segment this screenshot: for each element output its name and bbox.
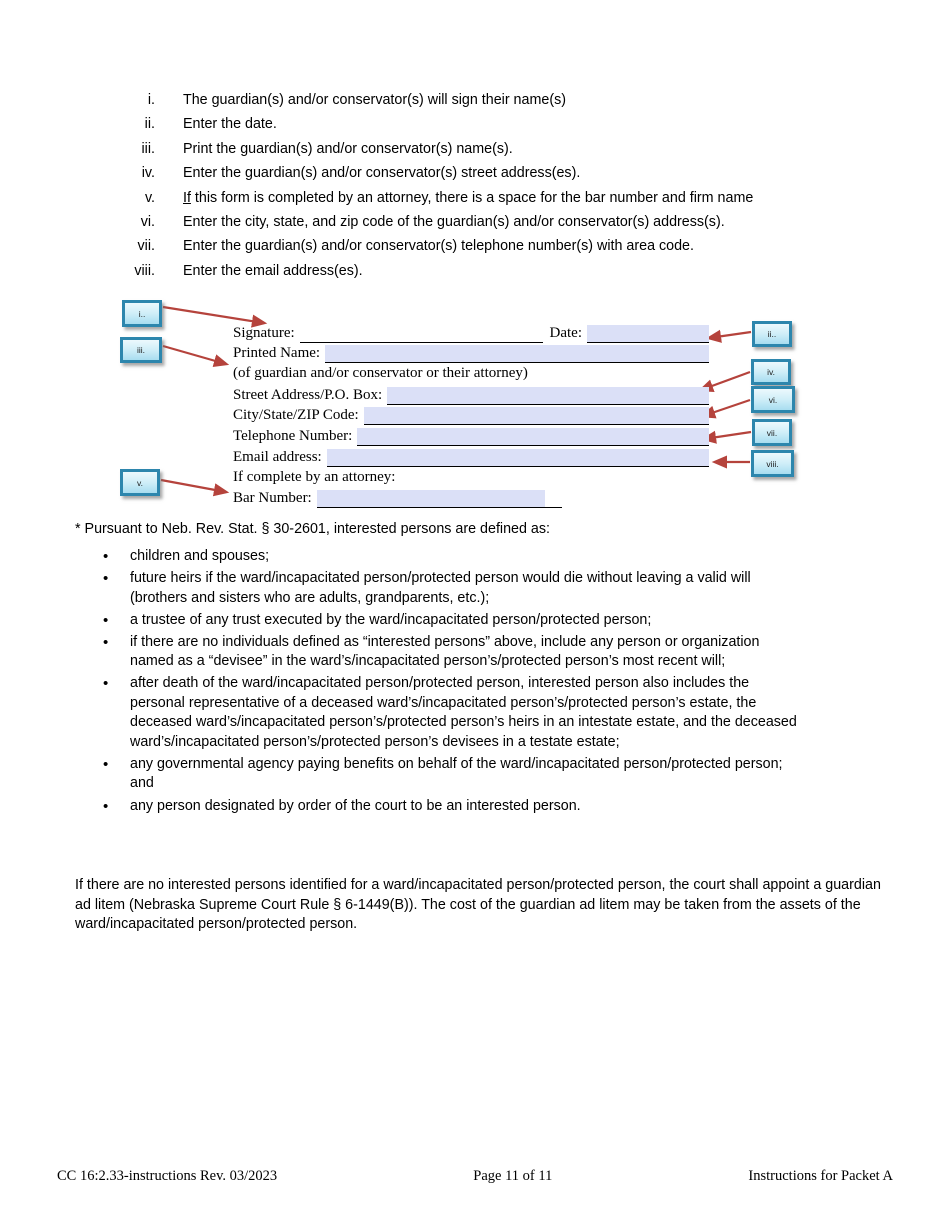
bar-number-field — [316, 490, 545, 509]
form-fields: Signature: Date: Printed Name: (of guard… — [233, 322, 709, 509]
callout-box-i: i.. — [122, 300, 162, 327]
footer-page-number: Page 11 of 11 — [473, 1168, 553, 1184]
instruction-number: vii. — [137, 238, 155, 255]
bullet-item: after death of the ward/incapacitated pe… — [103, 674, 803, 752]
callout-label: iv. — [767, 367, 775, 377]
instruction-text: Enter the guardian(s) and/or conservator… — [183, 238, 694, 255]
arrow-ii — [705, 329, 752, 343]
bar-number-line-extension — [544, 490, 562, 509]
email-field — [326, 448, 709, 467]
street-label: Street Address/P.O. Box: — [233, 386, 383, 403]
email-row: Email address: — [233, 446, 709, 467]
callout-box-viii: viii. — [751, 450, 794, 477]
date-field — [587, 324, 709, 343]
instruction-text: Print the guardian(s) and/or conservator… — [183, 140, 513, 157]
printed-name-label: Printed Name: — [233, 345, 321, 362]
phone-field — [357, 428, 709, 447]
instruction-number: vi. — [140, 213, 155, 230]
date-label: Date: — [549, 324, 582, 341]
instruction-list: i. The guardian(s) and/or conservator(s)… — [75, 92, 890, 287]
instruction-item: vi. Enter the city, state, and zip code … — [75, 214, 890, 238]
bullet-item: if there are no individuals defined as “… — [103, 633, 803, 672]
callout-box-iv: iv. — [751, 359, 791, 385]
bar-number-row: Bar Number: — [233, 488, 709, 509]
callout-box-vii: vii. — [752, 419, 792, 446]
instruction-item: i. The guardian(s) and/or conservator(s)… — [75, 92, 890, 116]
bullet-item: any governmental agency paying benefits … — [103, 755, 803, 794]
instruction-number: i. — [147, 92, 155, 108]
city-field — [363, 407, 709, 426]
instruction-number: ii. — [144, 116, 155, 133]
instruction-item: iii. Print the guardian(s) and/or conser… — [75, 141, 890, 165]
bar-number-label: Bar Number: — [233, 490, 312, 507]
instruction-item: iv. Enter the guardian(s) and/or conserv… — [75, 165, 890, 189]
callout-label: v. — [137, 477, 143, 488]
statute-note: * Pursuant to Neb. Rev. Stat. § 30-2601,… — [75, 521, 550, 537]
instruction-number: viii. — [134, 262, 155, 279]
phone-row: Telephone Number: — [233, 425, 709, 447]
arrow-v — [160, 478, 230, 497]
printed-name-row: Printed Name: — [233, 343, 709, 364]
callout-label: i.. — [138, 308, 146, 319]
interested-persons-list: children and spouses; future heirs if th… — [103, 547, 803, 819]
printed-name-field — [325, 345, 709, 364]
arrow-iii — [162, 344, 230, 368]
instruction-text: Enter the guardian(s) and/or conservator… — [183, 165, 581, 182]
instruction-text: If this form is completed by an attorney… — [183, 190, 753, 206]
arrow-iv — [697, 370, 751, 393]
footer-packet-label: Instructions for Packet A — [748, 1168, 893, 1184]
instruction-item: vii. Enter the guardian(s) and/or conser… — [75, 238, 890, 262]
arrow-vii — [700, 430, 752, 444]
attorney-note: If complete by an attorney: — [233, 468, 396, 485]
city-label: City/State/ZIP Code: — [233, 407, 359, 424]
instruction-text-rest: this form is completed by an attorney, t… — [190, 189, 754, 206]
city-row: City/State/ZIP Code: — [233, 405, 709, 426]
form-diagram: i.. iii. v. ii.. iv. vi. vii. viii. Sign… — [0, 296, 950, 518]
instruction-number: iii. — [141, 140, 155, 157]
instruction-item: ii. Enter the date. — [75, 116, 890, 140]
instruction-text: Enter the date. — [183, 116, 277, 133]
signature-label: Signature: — [233, 324, 295, 341]
email-label: Email address: — [233, 448, 322, 465]
callout-label: iii. — [136, 345, 146, 355]
signature-line — [299, 325, 543, 343]
callout-box-ii: ii.. — [752, 321, 792, 347]
instruction-text: Enter the city, state, and zip code of t… — [183, 213, 725, 230]
bullet-item: children and spouses; — [103, 547, 803, 567]
instruction-text: The guardian(s) and/or conservator(s) wi… — [183, 92, 566, 108]
footer-form-number: CC 16:2.33-instructions Rev. 03/2023 — [57, 1168, 278, 1184]
instruction-number: v. — [144, 189, 155, 206]
callout-label: viii. — [766, 458, 779, 469]
instruction-item: v. If this form is completed by an attor… — [75, 190, 890, 214]
callout-label: vii. — [766, 427, 778, 438]
page-footer: CC 16:2.33-instructions Rev. 03/2023 Pag… — [57, 1168, 893, 1185]
instruction-number: iv. — [141, 165, 155, 182]
callout-box-vi: vi. — [751, 386, 795, 413]
form-caption: (of guardian and/or conservator or their… — [233, 365, 528, 382]
instruction-item: viii. Enter the email address(es). — [75, 263, 890, 287]
arrow-i — [162, 305, 268, 328]
street-row: Street Address/P.O. Box: — [233, 384, 709, 405]
callout-label: ii.. — [767, 329, 777, 339]
closing-paragraph: If there are no interested persons ident… — [75, 877, 881, 932]
bullet-item: any person designated by order of the co… — [103, 797, 803, 817]
callout-label: vi. — [768, 394, 778, 405]
instruction-text: Enter the email address(es). — [183, 262, 363, 279]
street-field — [387, 386, 709, 405]
bullet-item: a trustee of any trust executed by the w… — [103, 611, 803, 631]
callout-arrows — [160, 305, 752, 497]
callout-box-v: v. — [120, 469, 160, 496]
arrow-vi — [699, 398, 751, 419]
callout-box-iii: iii. — [120, 337, 162, 363]
signature-row: Signature: Date: — [233, 322, 709, 343]
underlined-word: If — [183, 189, 191, 206]
phone-label: Telephone Number: — [233, 428, 353, 445]
bullet-item: future heirs if the ward/incapacitated p… — [103, 569, 803, 608]
